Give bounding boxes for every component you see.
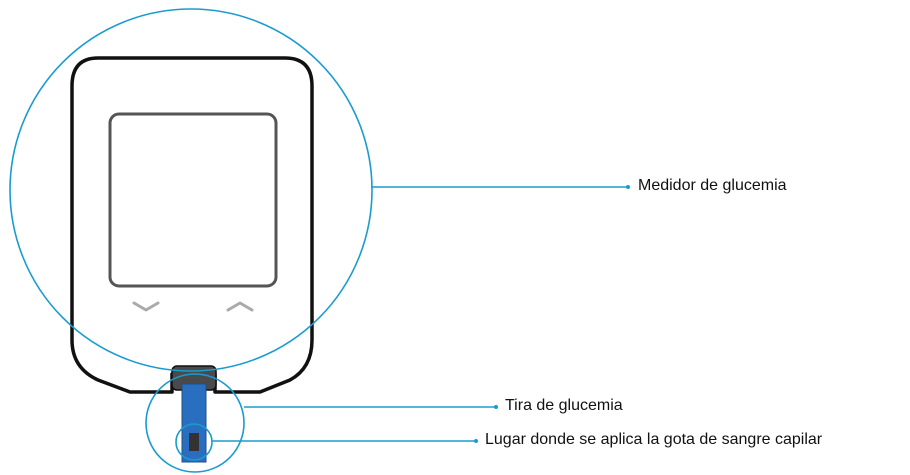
drop-site-label: Lugar donde se aplica la gota de sangre … (485, 431, 823, 448)
chevron-up-icon (226, 301, 254, 312)
drop-leader-dot (474, 439, 478, 443)
blood-drop-window (189, 433, 199, 451)
strip-leader-dot (494, 405, 498, 409)
meter-label: Medidor de glucemia (638, 177, 787, 194)
meter-leader-dot (626, 185, 630, 189)
chevron-down-icon (132, 301, 160, 312)
strip-label: Tira de glucemia (505, 397, 623, 414)
drop-callout-circle (175, 423, 213, 461)
meter-screen (108, 112, 278, 288)
meter-callout-circle (9, 8, 373, 372)
strip-callout-circle (145, 373, 245, 473)
